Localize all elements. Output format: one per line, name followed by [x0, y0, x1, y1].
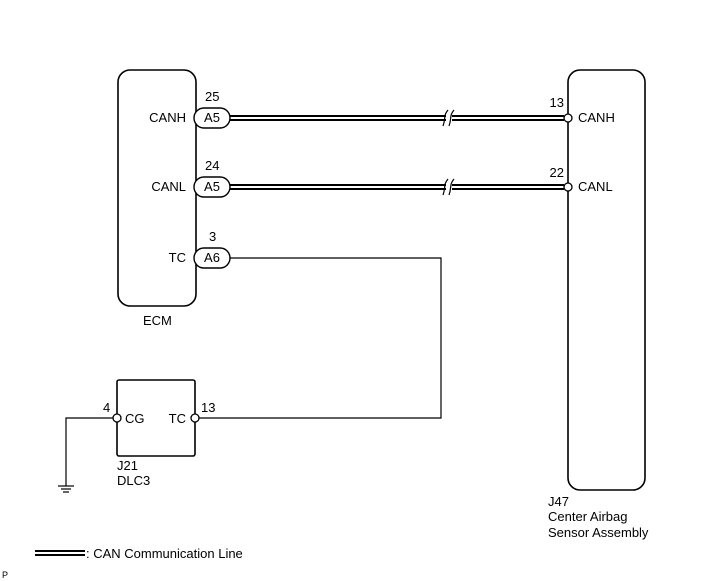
- dlc3-cg-label: CG: [125, 411, 145, 426]
- canh-bus-line: [230, 109, 564, 127]
- ecm-label: ECM: [143, 313, 172, 328]
- airbag-canh-pin: [563, 113, 573, 123]
- ecm-canl-pin-number: 24: [205, 158, 219, 173]
- legend-label: : CAN Communication Line: [86, 546, 243, 561]
- ecm-canl-label: CANL: [151, 179, 186, 194]
- canl-break-mark-right: [448, 178, 455, 196]
- ecm-tc-connector: [193, 247, 231, 269]
- canl-break-mark-left: [442, 178, 449, 196]
- ground-symbol-icon: [58, 485, 74, 493]
- ecm-tc-pin-number: 3: [209, 229, 216, 244]
- airbag-canl-label: CANL: [578, 179, 613, 194]
- dlc3-tc-pin: [190, 413, 200, 423]
- tc-wire: [199, 257, 442, 419]
- airbag-sensor-name-line2: Sensor Assembly: [548, 525, 649, 540]
- airbag-sensor-name-line1: Center Airbag: [548, 509, 628, 524]
- airbag-canl-pin-number: 22: [550, 165, 564, 180]
- canh-break-mark-right: [448, 109, 455, 127]
- dlc3-tc-pin-number: 13: [201, 400, 215, 415]
- ecm-canh-label: CANH: [149, 110, 186, 125]
- dlc3-code: J21: [117, 458, 138, 473]
- dlc3-name: DLC3: [117, 473, 150, 488]
- ecm-canh-connector-code: A5: [204, 110, 220, 125]
- ecm-canl-connector-code: A5: [204, 179, 220, 194]
- ecm-canh-pin-number: 25: [205, 89, 219, 104]
- ecm-tc-label: TC: [169, 250, 186, 265]
- airbag-sensor-box: [567, 69, 646, 491]
- dlc3-tc-label: TC: [169, 411, 186, 426]
- airbag-canl-pin: [563, 182, 573, 192]
- airbag-canh-label: CANH: [578, 110, 615, 125]
- ecm-canl-connector: [193, 176, 231, 198]
- canh-break-mark-left: [442, 109, 449, 127]
- ecm-canh-connector: [193, 107, 231, 129]
- dlc3-cg-pin-number: 4: [103, 400, 110, 415]
- canl-bus-line: [230, 178, 564, 196]
- airbag-canh-pin-number: 13: [550, 95, 564, 110]
- ecm-tc-connector-code: A6: [204, 250, 220, 265]
- dlc3-cg-pin: [112, 413, 122, 423]
- airbag-sensor-code: J47: [548, 494, 569, 509]
- cg-ground-wire: [65, 417, 113, 486]
- page-mark: P: [2, 570, 8, 580]
